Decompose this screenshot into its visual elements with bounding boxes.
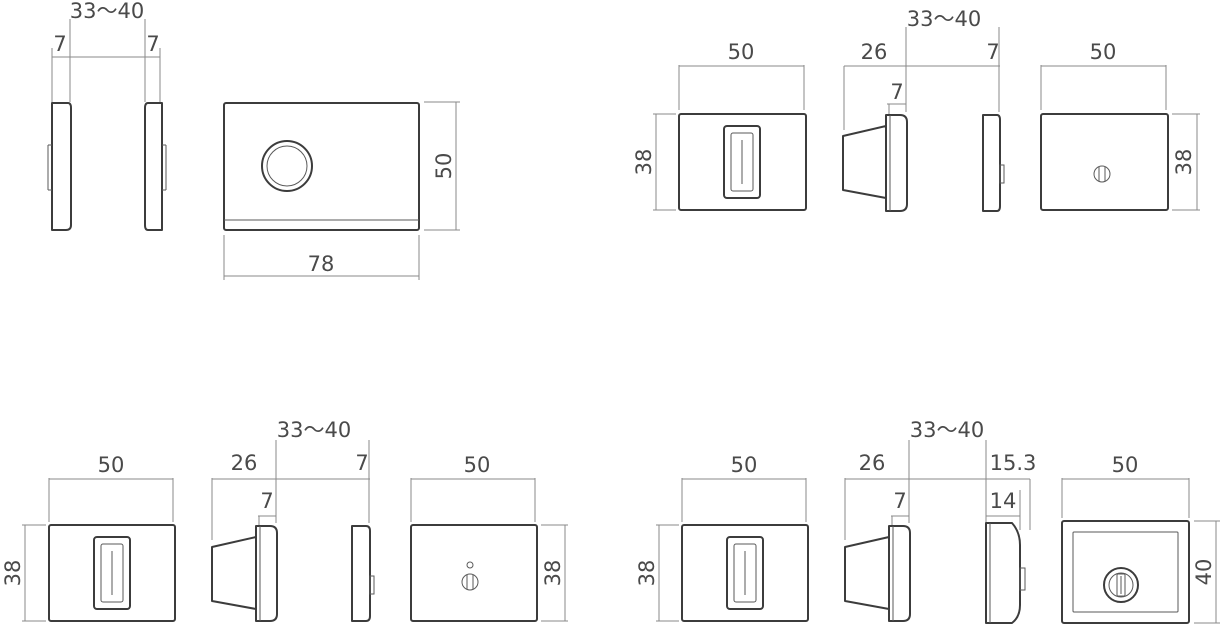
right-thickness-label: 7 <box>355 451 368 475</box>
right-thickness-label: 7 <box>146 32 159 56</box>
projection-label: 26 <box>861 40 888 64</box>
front-width-label: 50 <box>728 40 755 64</box>
range-label: 33～40 <box>277 418 351 442</box>
back-width-label: 50 <box>1112 453 1139 477</box>
indicator-dot-icon <box>466 561 474 569</box>
indicator-profile <box>369 575 375 595</box>
coin-release-icon <box>461 573 479 591</box>
side-plate-right <box>144 102 163 231</box>
front-height-label: 38 <box>632 149 656 176</box>
back-height-label: 38 <box>1172 149 1196 176</box>
coin-release-profile <box>999 164 1005 184</box>
key-cylinder-icon <box>1103 567 1139 603</box>
thumbturn-profile <box>842 125 887 199</box>
outer-thickness-label: 15.3 <box>990 451 1037 475</box>
front-width-label: 50 <box>731 453 758 477</box>
rose-profile <box>255 525 278 622</box>
view-thumbturn-cylinder-set: 50 38 33～40 26 7 15.3 14 50 <box>635 418 1220 624</box>
rose-profile <box>885 114 908 212</box>
coin-release-icon <box>1093 165 1111 183</box>
side-plate-left <box>51 102 72 231</box>
front-height-label: 38 <box>1 560 25 587</box>
back-width-label: 50 <box>1090 40 1117 64</box>
thumbturn-knob <box>723 125 761 199</box>
front-width-label: 50 <box>98 453 125 477</box>
push-button-inner <box>266 145 308 187</box>
rose-thickness-label: 7 <box>890 80 903 104</box>
back-plate <box>1040 113 1169 211</box>
view-thumbturn-indicator-set: 50 38 33～40 26 7 7 50 <box>1 418 568 622</box>
projection-label: 26 <box>859 451 886 475</box>
thumbturn-knob <box>93 536 131 610</box>
cylinder-profile <box>1019 567 1026 591</box>
inner-plate-profile <box>982 114 1001 212</box>
rose-thickness-label: 7 <box>260 489 273 513</box>
thumbturn-profile <box>844 536 890 610</box>
view-push-button-set: 33～40 7 7 50 78 <box>47 0 460 280</box>
front-plate <box>48 524 176 622</box>
width-label: 78 <box>308 252 335 276</box>
view-thumbturn-emergency-set-top: 50 38 33～40 26 7 7 50 <box>632 7 1200 212</box>
back-height-label: 40 <box>1192 559 1216 586</box>
inner-thickness-label: 14 <box>990 489 1017 513</box>
left-thickness-label: 7 <box>53 32 66 56</box>
range-label: 33～40 <box>70 0 144 23</box>
back-housing-inner <box>1072 531 1179 613</box>
thumbturn-knob <box>726 536 764 610</box>
cylinder-housing-profile <box>985 522 1021 624</box>
push-button-outer <box>261 140 313 192</box>
range-label: 33～40 <box>907 7 981 31</box>
inner-plate-profile <box>351 525 371 622</box>
front-plate <box>678 113 807 211</box>
front-plate <box>681 524 809 622</box>
thumbturn-profile <box>211 536 257 610</box>
front-height-label: 38 <box>635 560 659 587</box>
rose-thickness-label: 7 <box>893 489 906 513</box>
back-housing <box>1061 520 1190 624</box>
keyway-icon <box>1116 573 1126 597</box>
back-plate <box>410 524 538 622</box>
height-label: 50 <box>432 153 456 180</box>
front-plate <box>223 102 420 231</box>
back-height-label: 38 <box>541 560 565 587</box>
right-thickness-label: 7 <box>986 40 999 64</box>
back-width-label: 50 <box>464 453 491 477</box>
range-label: 33～40 <box>910 418 984 442</box>
projection-label: 26 <box>231 451 258 475</box>
rose-profile <box>888 525 911 622</box>
